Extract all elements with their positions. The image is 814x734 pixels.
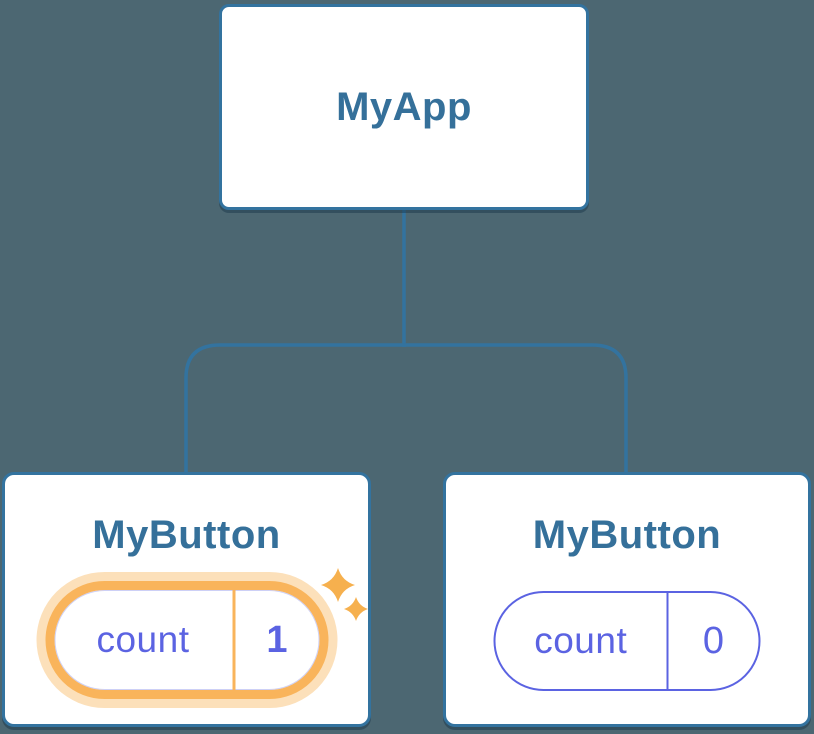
- pill-divider: [232, 590, 235, 690]
- node-label: MyButton: [92, 513, 281, 557]
- state-pill: count 0: [493, 591, 761, 691]
- sparkles-icon: [321, 568, 368, 621]
- connector-bracket: [184, 343, 628, 474]
- tree-node-mybutton-plain: MyButton count 0: [443, 472, 811, 727]
- node-label: MyApp: [336, 84, 472, 129]
- state-key-label: count: [96, 619, 190, 660]
- tree-node-mybutton-highlighted: MyButton count 1: [2, 472, 371, 727]
- state-key-label: count: [534, 620, 628, 661]
- state-value: 1: [266, 618, 288, 661]
- tree-node-myapp: MyApp: [219, 4, 589, 210]
- node-label: MyButton: [532, 513, 722, 557]
- state-pill-highlighted: count 1: [45, 581, 328, 699]
- state-value: 0: [702, 619, 725, 662]
- pill-divider: [666, 593, 669, 689]
- sparkle-small: [344, 597, 368, 621]
- sparkle-large: [321, 568, 355, 602]
